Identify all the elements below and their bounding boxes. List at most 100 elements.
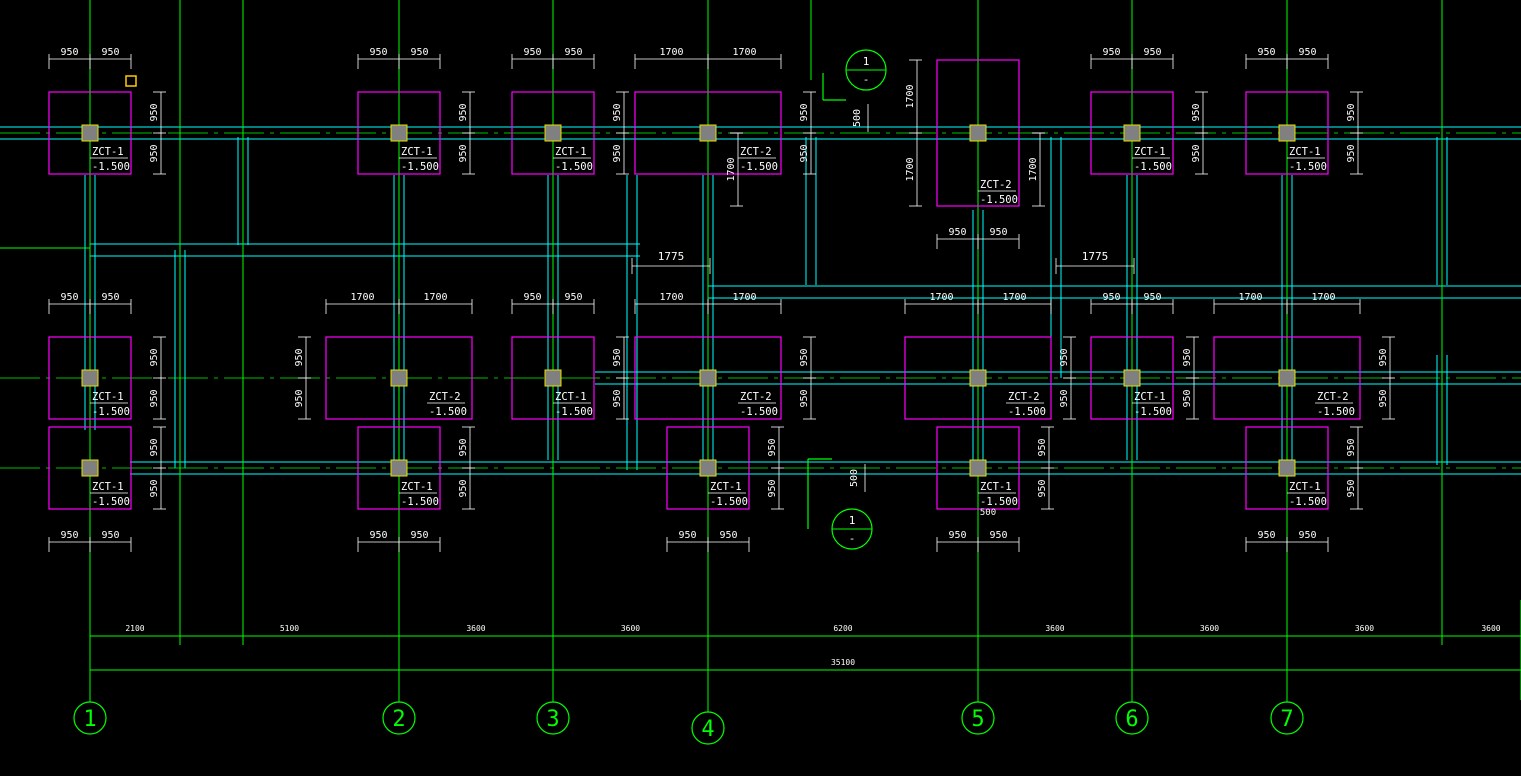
column-square xyxy=(1123,124,1141,142)
footing-elevation: -1.500 xyxy=(92,161,130,173)
dimension-text: 950 xyxy=(523,292,541,303)
footing-name: ZCT-2 xyxy=(1008,391,1040,403)
footing-outline xyxy=(1245,426,1329,510)
dimension-text: 500 xyxy=(852,109,863,127)
footing-ZCT-1: ZCT-1-1.500 xyxy=(1090,91,1174,175)
footing-name: ZCT-1 xyxy=(92,391,124,403)
footing-outline xyxy=(48,91,132,175)
axis-bubble-4 xyxy=(691,711,725,745)
footing-outline xyxy=(634,91,782,175)
dimension-text: 950 xyxy=(948,227,966,238)
footing-elevation: -1.500 xyxy=(1134,406,1172,418)
footing-name: ZCT-1 xyxy=(92,481,124,493)
axis-bubble-6 xyxy=(1115,701,1149,735)
dimension-text: 950 xyxy=(989,227,1007,238)
axis-bubble-5 xyxy=(961,701,995,735)
bay-dimension-text: 3600 xyxy=(466,624,485,633)
footing-ZCT-2: ZCT-2-1.500 xyxy=(325,336,473,420)
dimension-text: 950 xyxy=(612,389,623,407)
dimension-text: 950 xyxy=(149,438,160,456)
dimension-text: 950 xyxy=(458,144,469,162)
footing-name: ZCT-2 xyxy=(740,146,772,158)
footing-outline xyxy=(1090,336,1174,420)
footing-elevation: -1.500 xyxy=(740,161,778,173)
footing-outline xyxy=(511,91,595,175)
footing-ZCT-1: ZCT-1-1.500 xyxy=(48,91,132,175)
dimension-text: 950 xyxy=(458,103,469,121)
footing-name: ZCT-1 xyxy=(555,146,587,158)
dimension-text: 950 xyxy=(1298,47,1316,58)
footing-ZCT-1: ZCT-1-1.500 xyxy=(357,426,441,510)
footing-name: ZCT-1 xyxy=(1289,481,1321,493)
axis-bubble-1 xyxy=(73,701,107,735)
footing-elevation: -1.500 xyxy=(92,406,130,418)
axis-label-1: 1 xyxy=(83,707,96,732)
dimension-text: 500 xyxy=(849,469,860,487)
section-sheet: - xyxy=(863,73,870,86)
dimension-text: 950 xyxy=(1257,47,1275,58)
footing-name: ZCT-1 xyxy=(1134,391,1166,403)
axis-label-3: 3 xyxy=(546,707,559,732)
column-square xyxy=(699,459,717,477)
dimension-text: 950 xyxy=(458,479,469,497)
footing-ZCT-1: ZCT-1-1.500 xyxy=(936,426,1020,510)
dimension-text: 950 xyxy=(101,530,119,541)
dimension-text: 500 xyxy=(980,508,996,518)
bay-dimension-text: 6200 xyxy=(833,624,852,633)
footing-outline xyxy=(666,426,750,510)
dimension-text: 1700 xyxy=(423,292,447,303)
dimension-text: 950 xyxy=(799,144,810,162)
footing-ZCT-2: ZCT-2 -1.500 xyxy=(634,91,782,175)
dimension-text: 950 xyxy=(60,47,78,58)
column-square xyxy=(390,124,408,142)
dimension-text: 950 xyxy=(294,389,305,407)
footing-ZCT-1: ZCT-1-1.500 xyxy=(357,91,441,175)
column-square xyxy=(81,459,99,477)
footing-name: ZCT-1 xyxy=(1289,146,1321,158)
column-square xyxy=(1123,369,1141,387)
axis-label-4: 4 xyxy=(701,717,714,742)
dimension-text: 950 xyxy=(767,479,778,497)
foundation-beams xyxy=(0,126,1521,475)
dimension-text: 950 xyxy=(612,348,623,366)
dimension-text: 950 xyxy=(719,530,737,541)
dimension-text: 1700 xyxy=(905,157,916,181)
bay-dimension-text: 3600 xyxy=(1045,624,1064,633)
dimension-text: 950 xyxy=(1143,292,1161,303)
dimension-text: 950 xyxy=(1378,348,1389,366)
dimension-text: 1700 xyxy=(732,47,756,58)
footing-ZCT-2: ZCT-2-1.500 xyxy=(634,336,782,420)
footing-name: ZCT-1 xyxy=(980,481,1012,493)
column-square xyxy=(390,459,408,477)
dimension-text: 950 xyxy=(101,292,119,303)
bay-dimension-text: 3600 xyxy=(621,624,640,633)
section-mark: 1- xyxy=(807,458,873,550)
footing-ZCT-1: ZCT-1-1.500 xyxy=(1245,426,1329,510)
dimension-text: 950 xyxy=(564,47,582,58)
section-number: 1 xyxy=(849,514,856,527)
footing-elevation: -1.500 xyxy=(1008,406,1046,418)
dimension-text: 950 xyxy=(799,103,810,121)
footing-outline xyxy=(48,336,132,420)
bay-dimension-text: 2100 xyxy=(125,624,144,633)
dimension-text: 950 xyxy=(149,103,160,121)
dimension-text: 1700 xyxy=(732,292,756,303)
dimension-text: 1775 xyxy=(1082,250,1109,263)
dimension-text: 950 xyxy=(1037,438,1048,456)
footing-outline xyxy=(357,426,441,510)
footing-outline xyxy=(904,336,1052,420)
dimension-text: 950 xyxy=(149,348,160,366)
footing-ZCT-1: ZCT-1-1.500 xyxy=(48,426,132,510)
dimension-text: 950 xyxy=(799,348,810,366)
bay-dimension-text: 3600 xyxy=(1481,624,1500,633)
footing-ZCT-2: ZCT-2-1.500 xyxy=(936,59,1020,207)
footing-ZCT-1: ZCT-1 -1.500 xyxy=(1090,336,1174,420)
total-dimension-text: 35100 xyxy=(831,658,855,667)
footing-ZCT-2: ZCT-2-1.500 xyxy=(1213,336,1361,420)
footing-name: ZCT-2 xyxy=(1317,391,1349,403)
footings: ZCT-1-1.500ZCT-1-1.500ZCT-1-1.500ZCT-2-1… xyxy=(48,59,1361,510)
footing-outline xyxy=(357,91,441,175)
